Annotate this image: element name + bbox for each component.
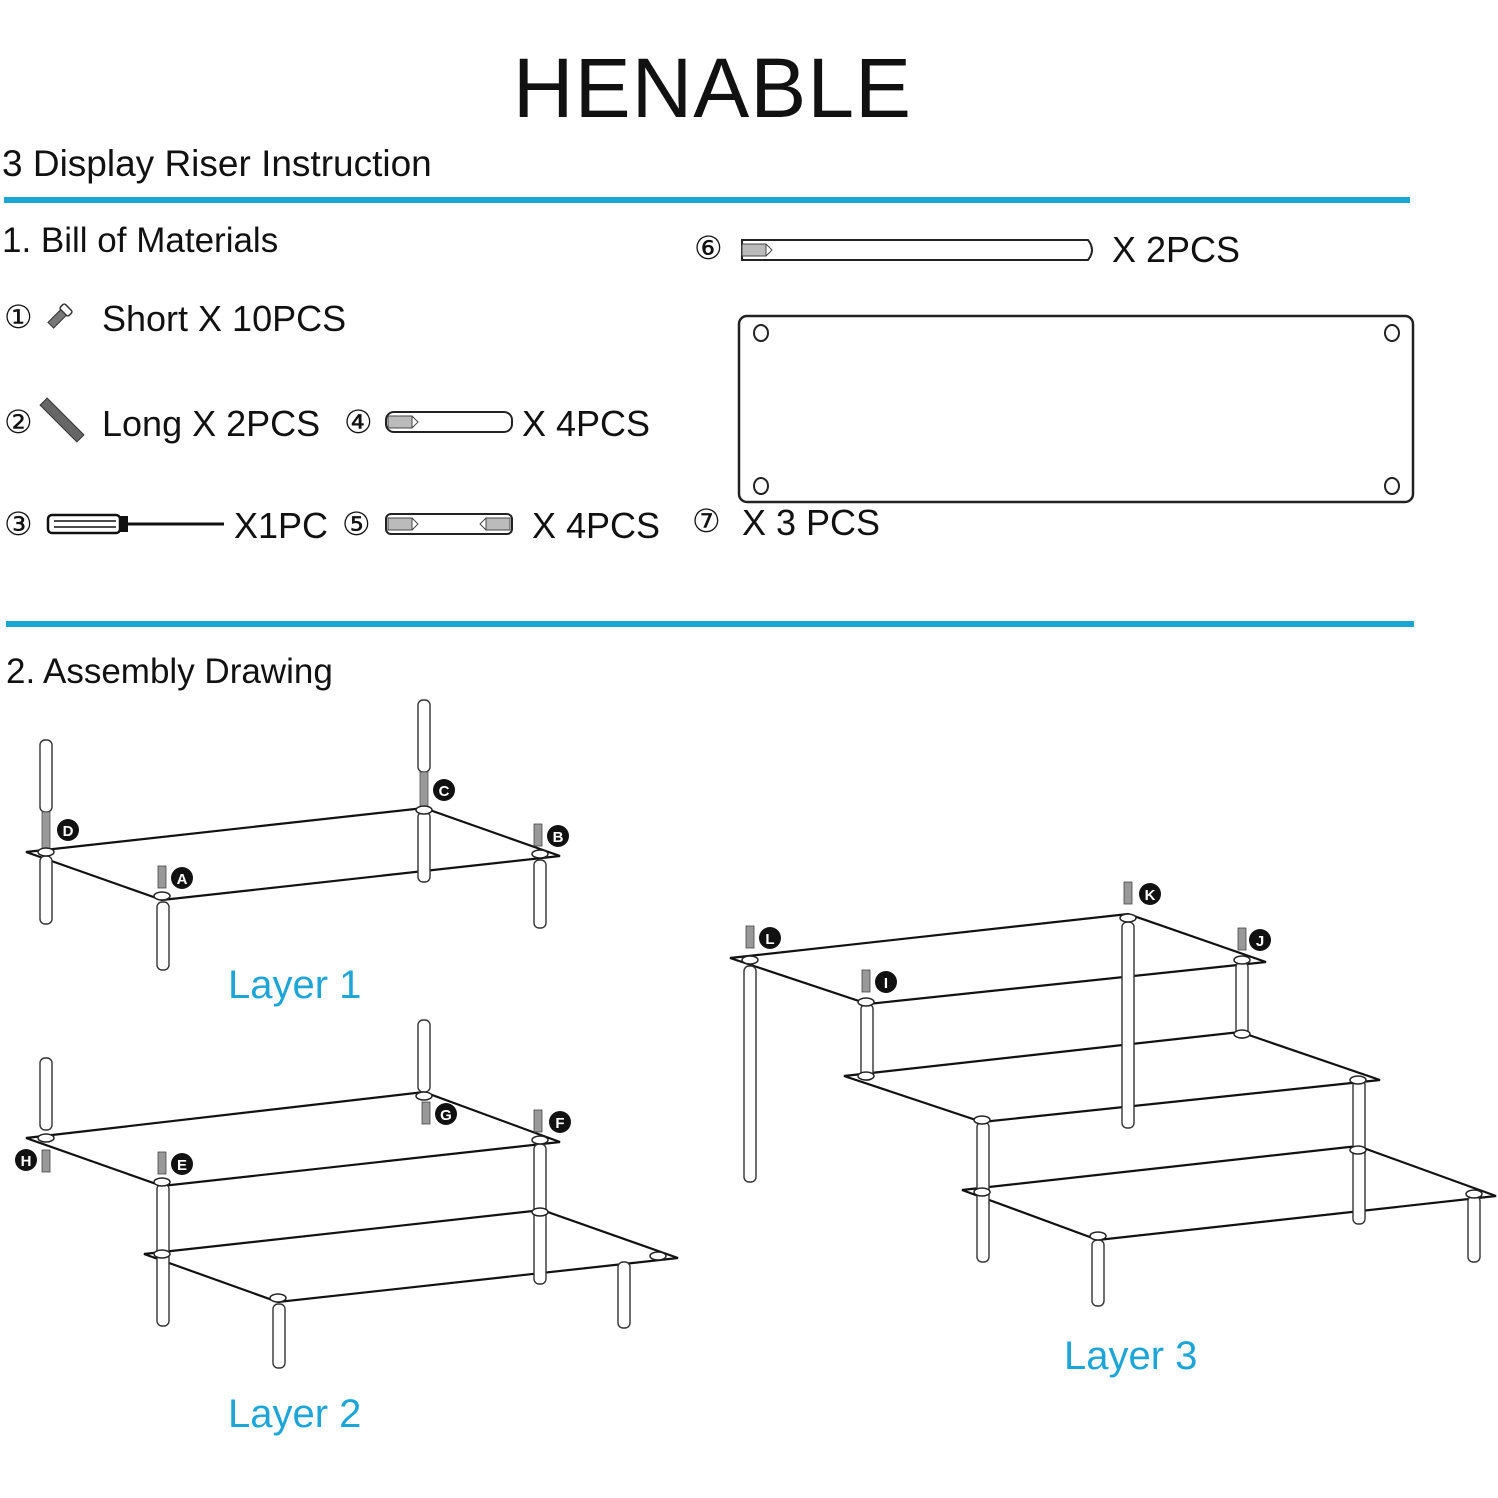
bom-section-title: 1. Bill of Materials (2, 221, 279, 260)
svg-text:J: J (1256, 933, 1264, 950)
svg-text:A: A (177, 871, 188, 888)
svg-text:D: D (63, 823, 74, 840)
marker-d: D (57, 819, 79, 841)
svg-text:K: K (1145, 887, 1156, 904)
marker-j: J (1249, 929, 1271, 951)
svg-text:C: C (439, 783, 450, 800)
marker-a: A (171, 867, 193, 889)
layer-2-label: Layer 2 (228, 1392, 362, 1436)
item-number-1: ① (4, 298, 33, 336)
layer1-panel (25, 806, 561, 902)
page-subtitle: 3 Display Riser Instruction (2, 143, 432, 184)
marker-l: L (759, 927, 781, 949)
layer3-mid-panel (843, 1030, 1381, 1124)
svg-text:F: F (555, 1115, 564, 1132)
section-divider-top (4, 197, 1410, 203)
marker-b: B (547, 825, 569, 847)
layer3-bottom-panel (961, 1144, 1497, 1242)
item-label-1: Short X 10PCS (102, 298, 347, 339)
marker-g: G (435, 1103, 457, 1125)
marker-f: F (549, 1111, 571, 1133)
item-label-6: X 2PCS (1112, 229, 1241, 270)
double-thread-post-icon (385, 513, 513, 535)
item-number-2: ② (4, 403, 33, 441)
item-number-4: ④ (344, 403, 373, 441)
layer2-top-panel (25, 1090, 561, 1188)
assembly-section-title: 2. Assembly Drawing (6, 652, 333, 691)
item-number-5: ⑤ (342, 505, 371, 543)
marker-i: I (875, 971, 897, 993)
item-label-4: X 4PCS (522, 403, 651, 444)
svg-text:G: G (440, 1107, 452, 1124)
marker-c: C (433, 779, 455, 801)
single-thread-post-icon (385, 411, 513, 433)
item-number-6: ⑥ (694, 229, 723, 267)
item-label-2: Long X 2PCS (102, 403, 321, 444)
item-label-3: X1PC (234, 505, 329, 546)
item-number-3: ③ (4, 505, 33, 543)
svg-text:L: L (765, 931, 774, 948)
layer-1-label: Layer 1 (228, 963, 362, 1007)
layer3-top-panel (729, 912, 1267, 1006)
screwdriver-icon (46, 513, 224, 535)
svg-text:E: E (177, 1157, 187, 1174)
long-post-icon (741, 239, 1093, 261)
marker-k: K (1139, 883, 1161, 905)
item-number-7: ⑦ (692, 502, 721, 540)
layer-3-label: Layer 3 (1064, 1334, 1198, 1378)
section-divider-middle (6, 621, 1414, 627)
marker-e: E (171, 1153, 193, 1175)
short-screw-icon (47, 303, 73, 329)
svg-text:H: H (21, 1153, 32, 1170)
long-screw-icon (39, 397, 85, 443)
svg-text:B: B (553, 829, 564, 846)
brand-title: HENABLE (512, 41, 913, 135)
item-label-7: X 3 PCS (742, 502, 881, 543)
acrylic-panel-icon (737, 314, 1415, 504)
svg-text:I: I (884, 975, 888, 992)
layer2-bottom-panel (143, 1208, 679, 1304)
marker-h: H (15, 1149, 37, 1171)
item-label-5: X 4PCS (532, 505, 661, 546)
